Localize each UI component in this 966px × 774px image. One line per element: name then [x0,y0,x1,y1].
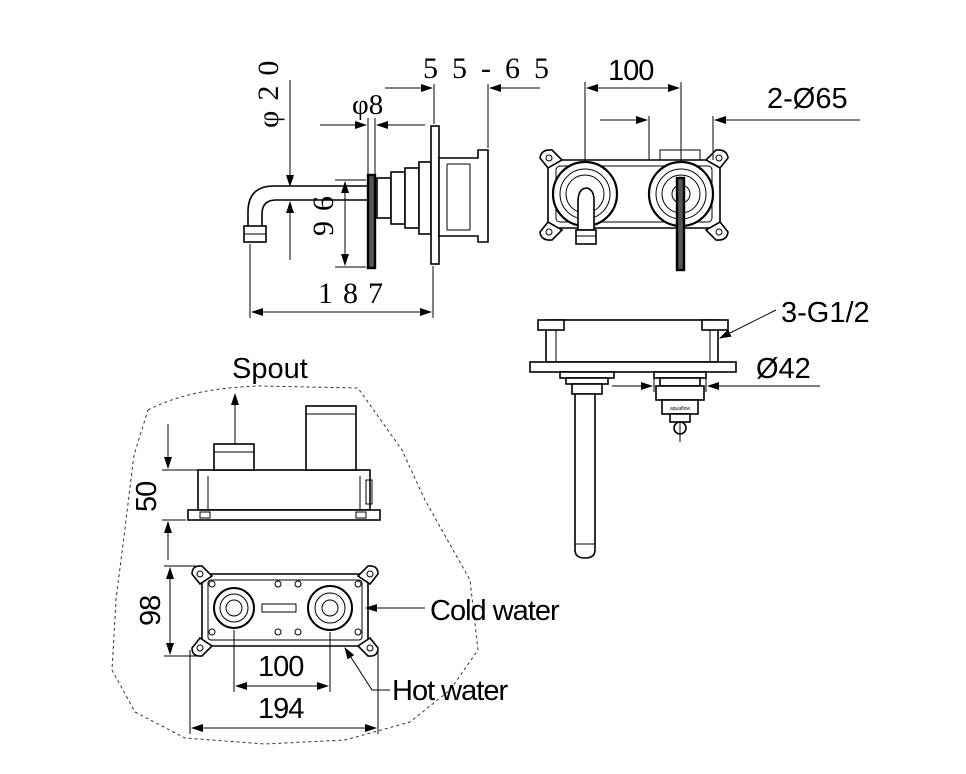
label-cold-water: Cold water [430,595,560,627]
dim-center-distance-bottom: 100 [258,651,303,683]
dim-outlet-diameter: Ø42 [756,353,811,385]
dim-spout-reach: 187 [318,277,393,310]
dim-wall-depth-range: 55-65 [423,52,563,85]
small-marking: aquaflow [670,406,690,412]
dim-handle-diameter: φ8 [352,89,383,121]
front-view: 100 2-Ø65 [539,55,860,272]
dim-spout-diameter: φ20 [252,51,285,128]
dim-plate-holes: 2-Ø65 [767,83,848,115]
dim-box-depth: 50 [131,482,163,512]
dim-thread-connections: 3-G1/2 [781,297,870,329]
embedded-box-views: Spout 50 [111,353,561,745]
dim-center-distance-top: 100 [608,55,653,87]
dim-height-offset: 96 [307,186,340,236]
dim-box-width: 194 [258,693,304,725]
side-view: φ20 φ8 55-65 96 187 [243,51,563,318]
dim-box-height: 98 [135,596,167,626]
label-spout: Spout [232,353,308,385]
top-view: aquaflow 3-G1/2 Ø42 [529,297,870,559]
label-hot-water: Hot water [392,675,508,707]
